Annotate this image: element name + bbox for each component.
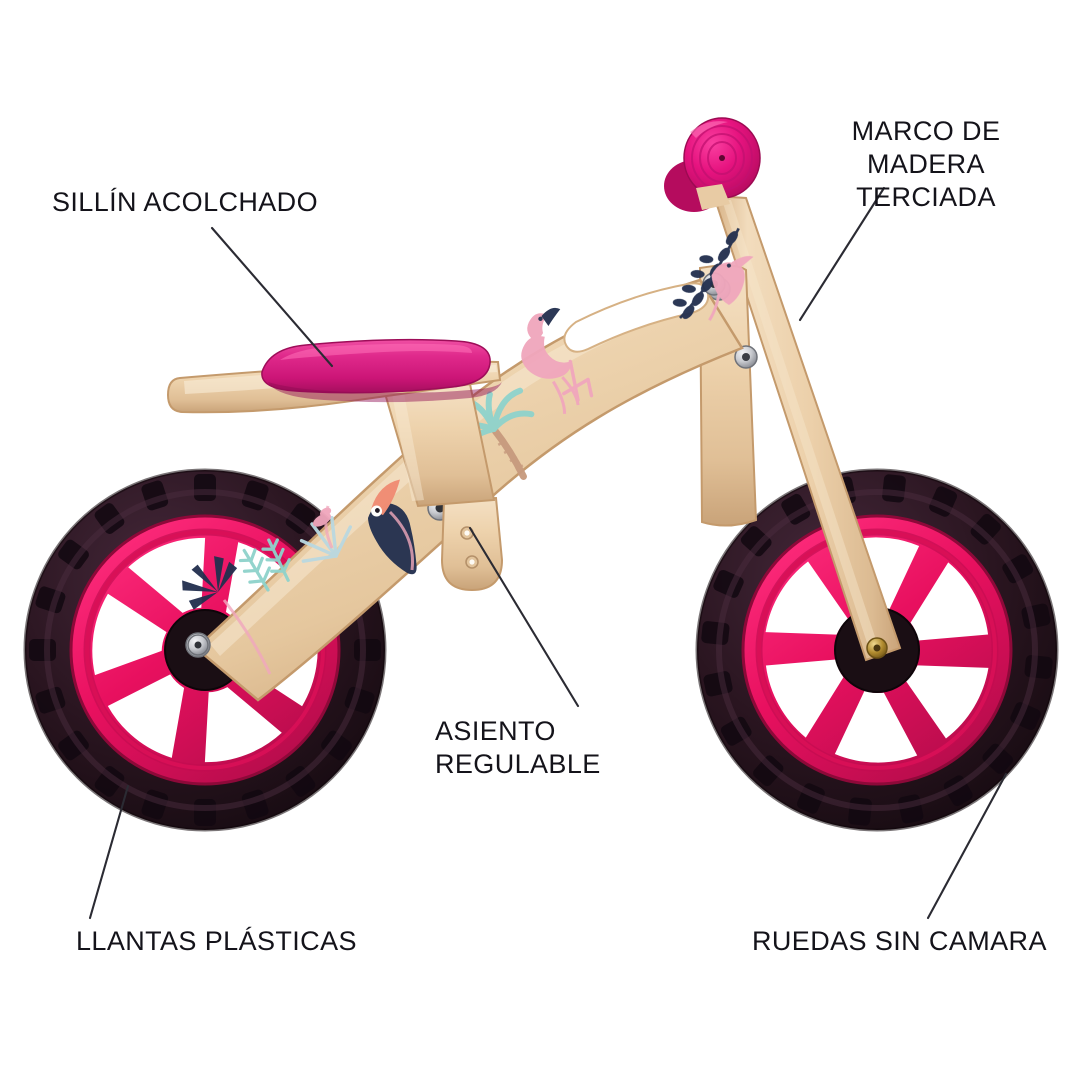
seat-cushion xyxy=(261,338,502,403)
leader-line-frame xyxy=(798,186,886,322)
leader-line-seat-post xyxy=(468,526,580,708)
decal-vine-branch xyxy=(672,227,754,322)
front-fork xyxy=(712,194,902,662)
decal-pink-bird xyxy=(708,256,754,322)
axle-bolts xyxy=(187,634,888,659)
callout-llantas-plasticas: LLANTAS PLÁSTICAS xyxy=(76,926,357,956)
callout-ruedas-sin-camara: RUEDAS SIN CAMARA xyxy=(752,926,1047,956)
leader-line-rims xyxy=(88,784,130,920)
decal-coral-sprig xyxy=(562,359,594,402)
decal-mint-fern xyxy=(238,538,291,592)
decal-flamingo xyxy=(521,307,580,414)
callout-sillin-acolchado: SILLÍN ACOLCHADO xyxy=(52,187,318,217)
leader-line-seat xyxy=(210,226,334,368)
handlebar-grip xyxy=(664,117,761,212)
decal-blue-agave xyxy=(299,516,352,563)
decal-pink-bud xyxy=(312,507,332,527)
callout-marco-de-madera-terciada: MARCO DE MADERA TERCIADA xyxy=(851,116,1001,212)
callout-asiento-regulable: ASIENTO REGULABLE xyxy=(435,716,601,779)
seat-post-bracket xyxy=(440,496,504,592)
leader-lines xyxy=(88,186,1008,920)
decal-toucan xyxy=(368,479,417,575)
leader-line-tires xyxy=(926,772,1008,920)
